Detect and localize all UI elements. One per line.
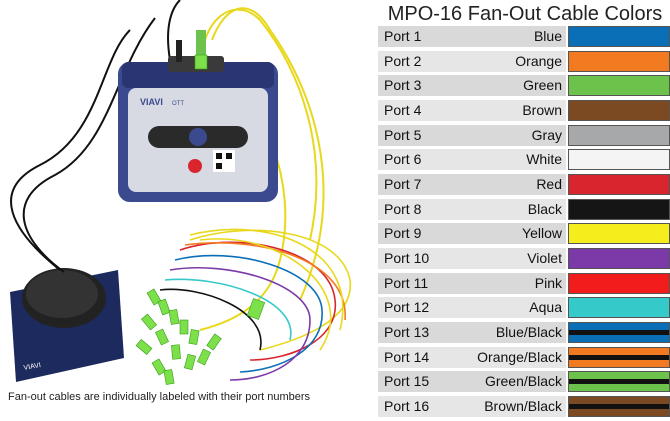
port-row-15: Port 15 Green/Black [378,371,670,393]
color-stripe [569,354,669,360]
port-label: Port 1 [384,28,422,44]
port-row-13: Port 13 Blue/Black [378,321,670,343]
port-row-16: Port 16 Brown/Black [378,395,670,417]
color-name: Gray [531,126,562,143]
port-row-3: Port 3 Green [378,75,670,97]
color-swatch [568,198,670,220]
port-row-12: Port 12 Aqua [378,297,670,319]
color-swatch [568,173,670,195]
color-name: Blue [533,28,562,44]
color-swatch [568,321,670,343]
port-label: Port 15 [384,373,430,390]
port-row-4: Port 4 Brown [378,99,670,121]
color-name: Yellow [522,225,562,242]
port-row-9: Port 9 Yellow [378,223,670,245]
color-swatch [568,50,670,72]
color-name: Pink [534,274,562,291]
port-label: Port 13 [384,323,430,340]
port-label: Port 4 [384,101,422,118]
color-swatch [568,346,670,368]
footswitch-pad: VIAVI [10,268,124,382]
color-swatch [568,26,670,47]
color-stripe [569,379,669,385]
color-name: Green [523,77,562,94]
port-label: Port 16 [384,397,430,414]
color-swatch [568,99,670,121]
color-swatch [568,223,670,245]
color-swatch [568,124,670,146]
port-row-7: Port 7 Red [378,173,670,195]
pad-label: VIAVI [23,362,41,372]
color-name: Aqua [529,299,562,316]
port-row-10: Port 10 Violet [378,247,670,269]
port-label: Port 10 [384,249,430,266]
color-stripe [569,403,669,409]
port-label: Port 5 [384,126,422,143]
color-swatch [568,297,670,319]
color-name: Black [527,200,562,217]
color-name: Orange/Black [477,348,562,365]
port-color-table: Port 1 Blue Port 2 Orange Port 3 Green P… [378,26,670,421]
device-label: VIAVI [140,97,163,107]
port-label: Port 12 [384,299,430,316]
color-swatch [568,395,670,417]
port-row-11: Port 11 Pink [378,272,670,294]
page-title: MPO-16 Fan-Out Cable Colors [387,3,663,25]
color-name: Violet [527,249,562,266]
color-name: Blue/Black [495,323,562,340]
color-name: Green/Black [484,373,562,390]
color-swatch [568,247,670,269]
color-name: Orange [515,52,562,69]
port-label: Port 14 [384,348,430,365]
fanout-cable-bundle [159,228,351,381]
port-label: Port 2 [384,52,422,69]
port-label: Port 7 [384,175,422,192]
photo-caption: Fan-out cables are individually labeled … [8,391,311,403]
color-name: Red [536,175,562,192]
product-photo: VIAVI VIAVI OTT [10,0,351,385]
color-name: Brown/Black [484,397,562,414]
color-swatch [568,371,670,393]
port-label: Port 11 [384,274,429,291]
port-label: Port 8 [384,200,422,217]
color-name: White [526,151,562,168]
ott-device: VIAVI OTT [118,30,278,202]
green-connectors [135,54,266,385]
color-name: Brown [522,101,562,118]
port-label: Port 3 [384,77,422,94]
color-stripe [569,329,669,335]
port-row-2: Port 2 Orange [378,50,670,72]
port-label: Port 6 [384,151,422,168]
device-model: OTT [172,101,184,107]
color-swatch [568,149,670,171]
port-row-1: Port 1 Blue [378,26,670,47]
color-swatch [568,75,670,97]
port-row-6: Port 6 White [378,149,670,171]
port-label: Port 9 [384,225,422,242]
color-swatch [568,272,670,294]
port-row-5: Port 5 Gray [378,124,670,146]
port-row-14: Port 14 Orange/Black [378,346,670,368]
port-row-8: Port 8 Black [378,198,670,220]
